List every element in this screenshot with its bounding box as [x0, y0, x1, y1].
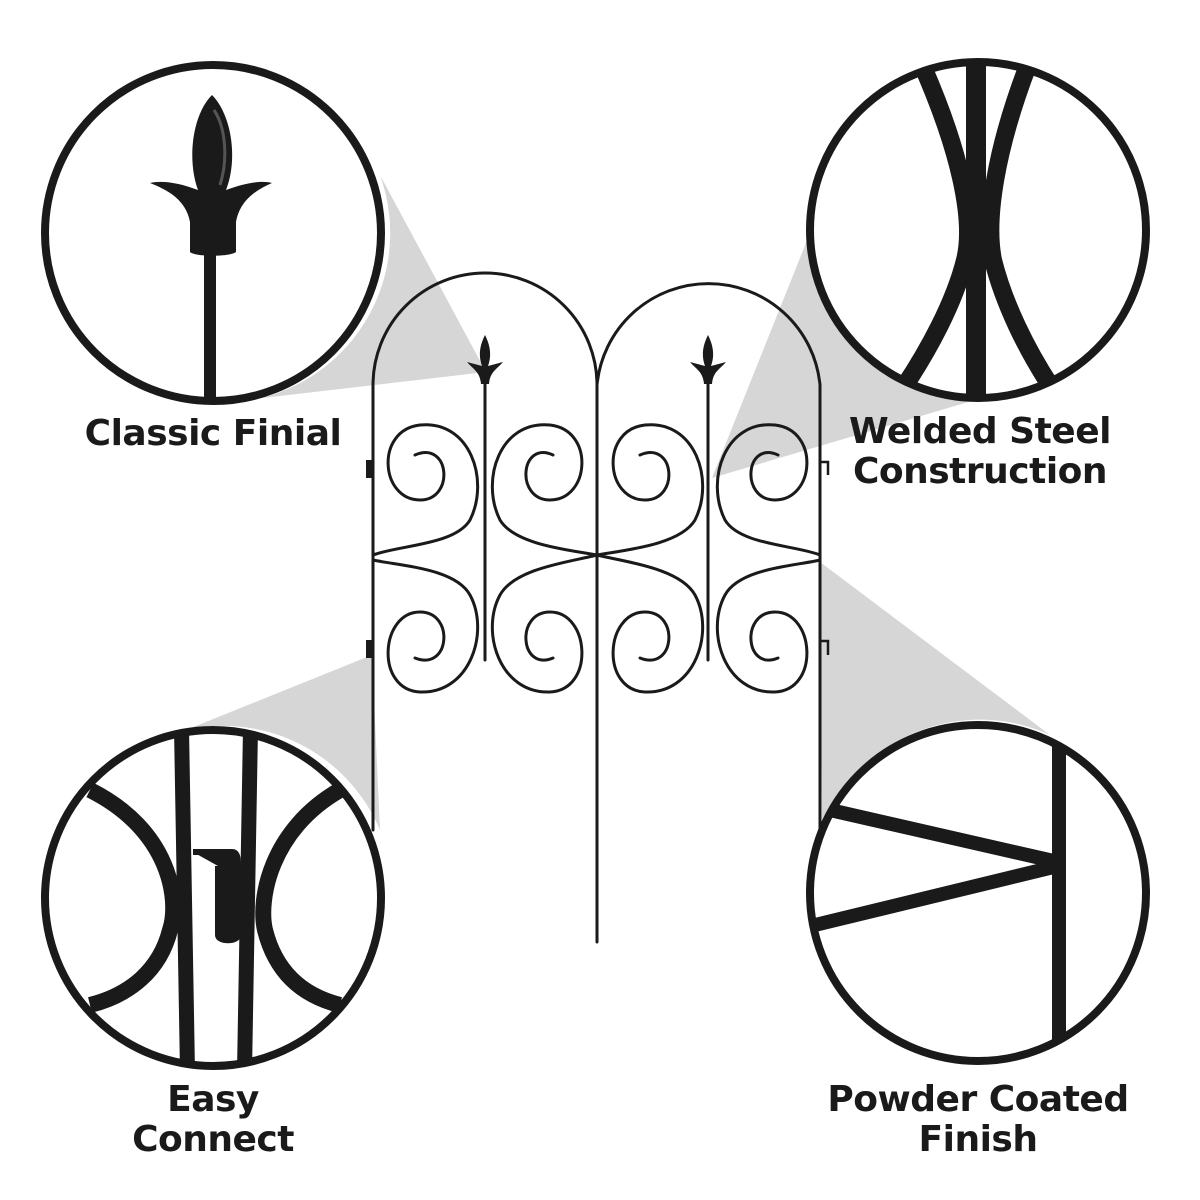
label-line: Connect — [132, 1119, 294, 1160]
feature-label-welded-steel: Welded Steel Construction — [830, 412, 1130, 492]
callout-wedges — [186, 175, 1050, 830]
detail-circle-welded — [806, 58, 1150, 402]
detail-circle-powder — [806, 721, 1150, 1065]
fleur-de-lis-icon — [467, 335, 503, 384]
label-line: Welded Steel — [849, 411, 1111, 452]
feature-label-powder-coated: Powder Coated Finish — [808, 1080, 1148, 1160]
fence-connectors — [366, 460, 830, 658]
fence-panel — [371, 271, 822, 944]
detail-circle-connect — [41, 726, 385, 1070]
feature-label-easy-connect: Easy Connect — [63, 1080, 363, 1160]
label-line: Powder Coated — [827, 1079, 1129, 1120]
wedge-finial — [220, 175, 486, 404]
fleur-de-lis-icon — [690, 335, 726, 384]
label-line: Easy — [167, 1079, 259, 1120]
detail-circle-finial — [41, 61, 385, 405]
label-line: Classic Finial — [84, 413, 342, 454]
wedge-welded — [712, 228, 975, 478]
fence-finials — [467, 335, 726, 384]
fleur-de-lis-icon — [150, 95, 272, 256]
wedge-connect — [186, 655, 380, 830]
feature-label-classic-finial: Classic Finial — [63, 414, 363, 454]
wedge-powder — [820, 562, 1050, 830]
label-line: Finish — [918, 1119, 1038, 1160]
label-line: Construction — [852, 451, 1108, 492]
